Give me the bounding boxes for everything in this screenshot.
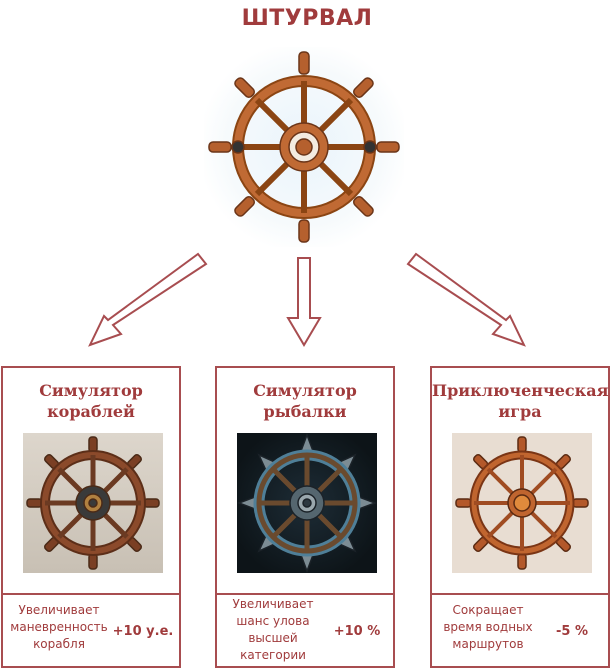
ship-wheel-icon xyxy=(208,51,400,243)
card-description: Сокращает время водных маршрутов xyxy=(443,603,533,651)
card-bonus: +10 у.е. xyxy=(112,624,174,639)
arrow-center xyxy=(286,257,322,347)
card-description: Увеличивает маневренность корабля xyxy=(10,603,108,651)
ship-wheel-icon xyxy=(237,433,377,573)
card-title: Симулятор рыбалки xyxy=(253,381,357,421)
card-ship-simulator: Симулятор кораблей xyxy=(1,366,181,668)
divider xyxy=(3,593,179,595)
card-fishing-simulator: Симулятор рыбалки xyxy=(215,366,395,668)
page-title: ШТУРВАЛ xyxy=(241,6,373,31)
hero-image xyxy=(204,47,404,247)
arrow-right xyxy=(406,252,526,347)
card-image xyxy=(237,433,377,573)
card-adventure-game: Приключенческая игра xyxy=(430,366,610,668)
ship-wheel-icon xyxy=(26,436,160,570)
divider xyxy=(432,593,608,595)
card-title: Приключенческая игра xyxy=(432,381,609,421)
card-image xyxy=(23,433,163,573)
divider xyxy=(217,593,393,595)
card-title: Симулятор кораблей xyxy=(39,381,143,421)
card-bonus: -5 % xyxy=(556,624,588,639)
card-image xyxy=(452,433,592,573)
arrow-left xyxy=(88,252,208,347)
card-description: Увеличивает шанс улова высшей категории xyxy=(232,597,314,662)
card-bonus: +10 % xyxy=(333,624,381,639)
ship-wheel-icon xyxy=(455,436,589,570)
